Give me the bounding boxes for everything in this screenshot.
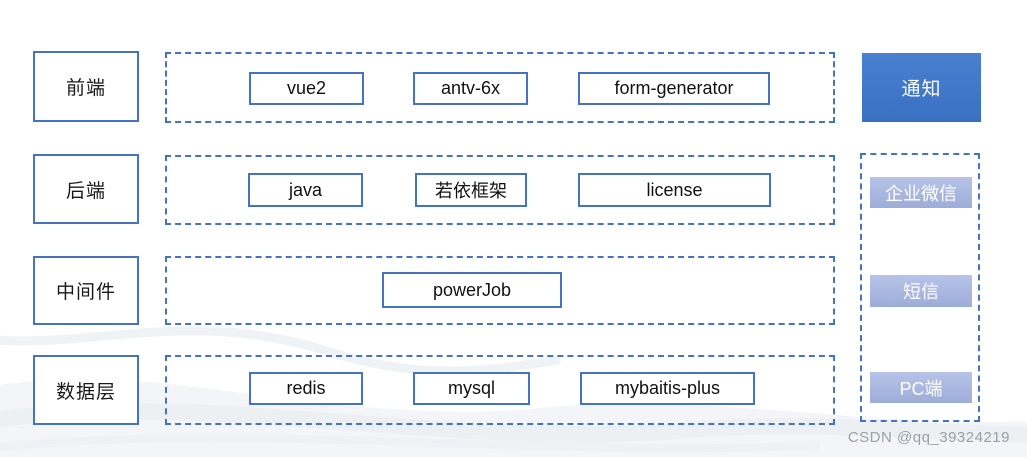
tech-box-java: java bbox=[248, 173, 363, 207]
middleware-row-container bbox=[165, 256, 835, 325]
tech-box-redis: redis bbox=[249, 372, 363, 405]
tech-box-license: license bbox=[578, 173, 771, 207]
channel-wecom-button: 企业微信 bbox=[870, 177, 972, 208]
notify-button: 通知 bbox=[862, 53, 981, 122]
channel-sms-button: 短信 bbox=[870, 275, 972, 307]
tech-box-ruoyi-framework: 若依框架 bbox=[415, 173, 527, 207]
layer-label-frontend: 前端 bbox=[33, 51, 139, 122]
tech-box-form-generator: form-generator bbox=[578, 72, 770, 105]
tech-box-powerjob: powerJob bbox=[382, 272, 562, 308]
csdn-watermark: CSDN @qq_39324219 bbox=[847, 429, 1010, 446]
frontend-row-container bbox=[165, 52, 835, 123]
tech-box-mybaitis-plus: mybaitis-plus bbox=[580, 372, 755, 405]
tech-box-vue2: vue2 bbox=[249, 72, 364, 105]
layer-label-backend: 后端 bbox=[33, 154, 139, 224]
backend-row-container bbox=[165, 155, 835, 225]
tech-box-antv-6x: antv-6x bbox=[413, 72, 528, 105]
layer-label-datalayer: 数据层 bbox=[33, 355, 139, 425]
layer-label-middleware: 中间件 bbox=[33, 256, 139, 325]
datalayer-row-container bbox=[165, 355, 835, 425]
channel-pc-button: PC端 bbox=[870, 372, 972, 403]
tech-box-mysql: mysql bbox=[413, 372, 530, 405]
notify-channels-container bbox=[860, 153, 980, 422]
